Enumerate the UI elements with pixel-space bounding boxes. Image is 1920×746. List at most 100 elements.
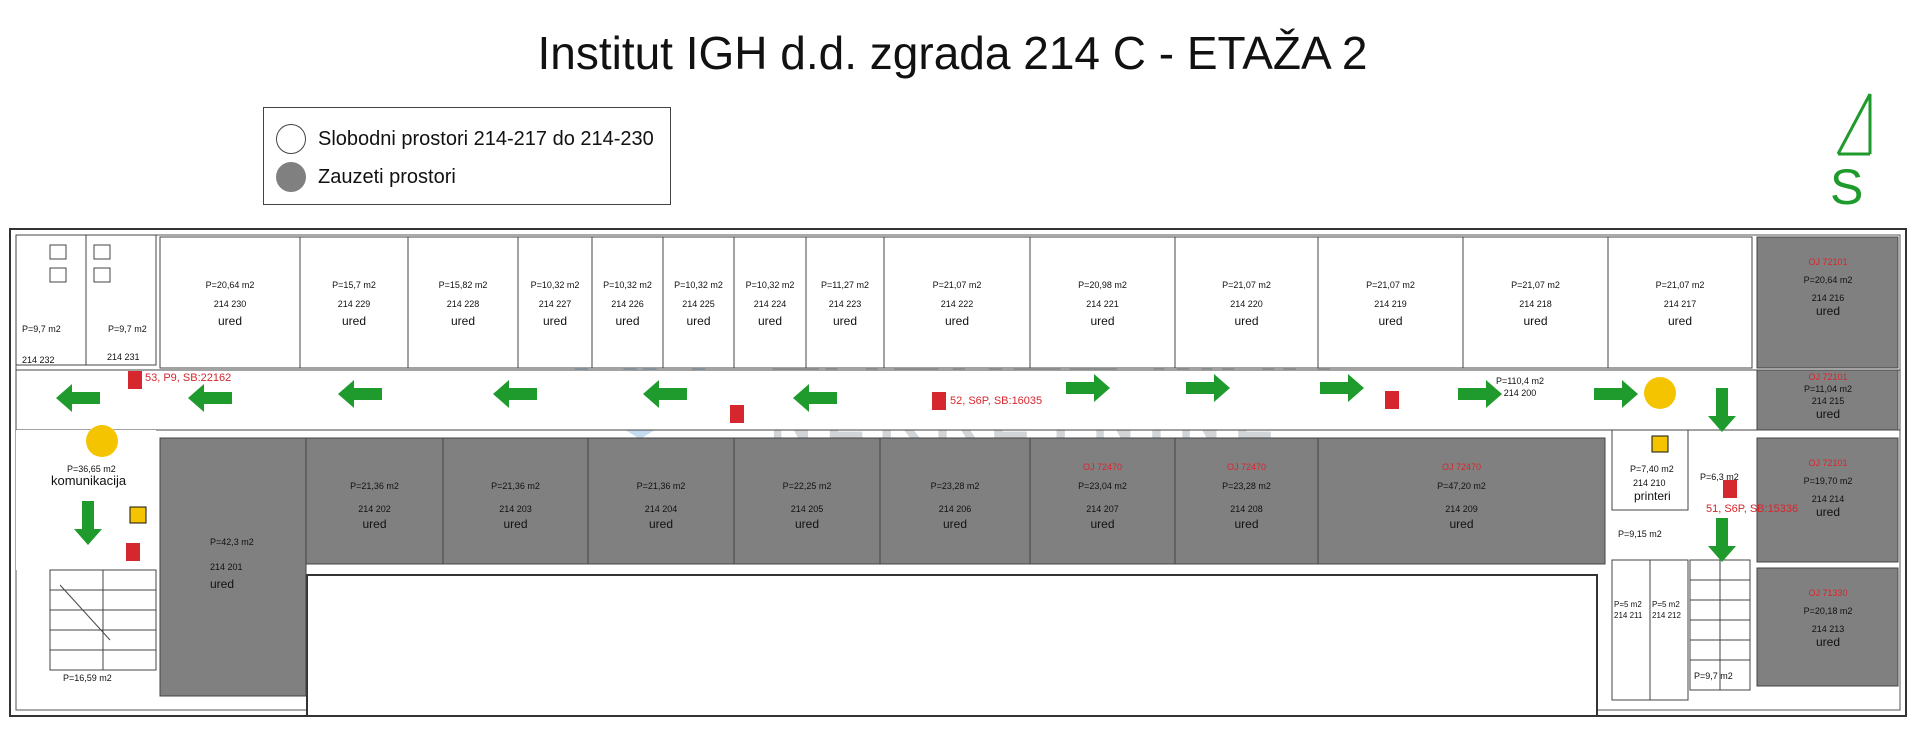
room-number: 214 230 — [214, 299, 247, 309]
room-area: P=21,36 m2 — [637, 481, 686, 491]
room-number: 214 206 — [939, 504, 972, 514]
north-label: S — [1830, 159, 1863, 212]
wc-a-area: P=5 m2 — [1614, 600, 1642, 609]
wc-block-left — [15, 234, 157, 366]
evacuation-arrow-icon — [56, 384, 100, 412]
fire-hydrant-icon — [932, 392, 946, 410]
fire-hydrant-icon — [1723, 480, 1737, 498]
room-number: 214 220 — [1230, 299, 1263, 309]
watermark-line1: ZAGREB MAX — [770, 299, 1335, 393]
room-214-226 — [591, 236, 664, 369]
room-number: 214 217 — [1664, 299, 1697, 309]
room-214-214 — [1756, 437, 1899, 563]
fire-extinguisher-icon — [730, 405, 744, 423]
evacuation-arrow-icon — [338, 380, 382, 408]
room-232-number: 214 232 — [22, 355, 55, 365]
bottom-rooms: P=21,36 m2 214 202 ured P=21,36 m2 214 203 ur… — [305, 437, 1606, 565]
legend-item-free: Slobodni prostori 214-217 do 214-230 — [276, 122, 654, 156]
room-area: P=10,32 m2 — [674, 280, 723, 290]
room-214-228 — [407, 236, 519, 369]
room-use: ured — [1378, 314, 1402, 328]
room-use: ured — [833, 314, 857, 328]
room-214-219 — [1317, 236, 1464, 369]
room-number: 214 202 — [358, 504, 391, 514]
room-use: ured — [945, 314, 969, 328]
printer-label: printeri — [1634, 489, 1671, 503]
room-area: P=20,64 m2 — [206, 280, 255, 290]
north-arrow-icon: S — [1830, 93, 1872, 212]
room-214-209 — [1317, 437, 1606, 565]
room-use: ured — [943, 517, 967, 531]
toilet-icon — [93, 244, 111, 260]
corridor-number: 214 200 — [1504, 388, 1537, 398]
electric-hazard-icon — [1651, 435, 1669, 453]
evacuation-arrow-icon — [188, 384, 232, 412]
location-marker — [1644, 377, 1676, 409]
room-area: P=10,32 m2 — [746, 280, 795, 290]
room-use: ured — [1668, 314, 1692, 328]
location-marker — [86, 425, 118, 457]
room-214-229 — [299, 236, 409, 369]
room-area: P=21,07 m2 — [1366, 280, 1415, 290]
printer-area: P=7,40 m2 — [1630, 464, 1674, 474]
building-inner-wall — [15, 234, 1901, 711]
room-area: P=11,04 m2 — [1804, 384, 1852, 394]
room-area: P=47,20 m2 — [1437, 481, 1486, 491]
room-214-205 — [733, 437, 881, 565]
room-number: 214 223 — [829, 299, 862, 309]
wc-block-right — [1611, 559, 1689, 701]
room-use: ured — [758, 314, 782, 328]
room-number: 214 225 — [682, 299, 715, 309]
room-oj-code: OJ 71330 — [1808, 588, 1847, 598]
room-number: 214 226 — [611, 299, 644, 309]
room-use: ured — [362, 517, 386, 531]
hydrant-label-52: 52, S6P, SB:16035 — [950, 395, 1042, 407]
legend-item-occupied: Zauzeti prostori — [276, 160, 456, 194]
room-number: 214 221 — [1086, 299, 1119, 309]
printer-number: 214 210 — [1633, 478, 1666, 488]
hydrant-label-51: 51, S6P, SB:15336 — [1706, 503, 1798, 515]
komunikacija-label: komunikacija — [51, 473, 127, 488]
watermark-logo-icon — [573, 302, 707, 440]
stairs-left — [49, 569, 157, 671]
fire-extinguisher-icon — [126, 543, 140, 561]
room-oj-code: OJ 72101 — [1808, 257, 1847, 267]
room-214-222 — [883, 236, 1031, 369]
room-number: 214 214 — [1812, 494, 1845, 504]
room-area: P=10,32 m2 — [603, 280, 652, 290]
room-number: 214 216 — [1812, 293, 1845, 303]
evacuation-arrow-icon — [793, 384, 837, 412]
room-use: ured — [1816, 505, 1840, 519]
room-number: 214 219 — [1374, 299, 1407, 309]
evacuation-arrow-icon — [493, 380, 537, 408]
toilet-icon — [49, 244, 67, 260]
room-area: P=23,28 m2 — [1222, 481, 1271, 491]
room-number: 214 203 — [499, 504, 532, 514]
room-number: 214 222 — [941, 299, 974, 309]
room-number: 214 227 — [539, 299, 572, 309]
evacuation-arrow-icon — [1186, 374, 1230, 402]
wc-b-number: 214 212 — [1652, 611, 1681, 620]
hydrant-label-53: 53, P9, SB:22162 — [145, 372, 231, 384]
room-area: P=21,07 m2 — [933, 280, 982, 290]
komunikacija-area-label: P=36,65 m2 — [67, 464, 116, 474]
free-space-swatch — [276, 124, 306, 154]
legend-label-occupied: Zauzeti prostori — [318, 165, 456, 188]
printer-room — [1611, 429, 1689, 511]
fire-hydrant-icon — [128, 371, 142, 389]
room-231-number: 214 231 — [107, 352, 140, 362]
room-area: P=11,27 m2 — [821, 280, 869, 290]
evacuation-arrow-icon — [1458, 380, 1502, 408]
evacuation-arrow-icon — [74, 501, 102, 545]
evacuation-arrow-icon — [1708, 518, 1736, 562]
electric-hazard-icon — [129, 506, 147, 524]
toilet-icon — [93, 267, 111, 283]
stairs-icon — [50, 570, 156, 670]
room-use: ured — [451, 314, 475, 328]
room-214-213 — [1756, 567, 1899, 687]
room-area: P=21,07 m2 — [1656, 280, 1705, 290]
occupied-space-swatch — [276, 162, 306, 192]
room-use: ured — [342, 314, 366, 328]
room-area: P=21,07 m2 — [1222, 280, 1271, 290]
room-area: P=21,36 m2 — [491, 481, 540, 491]
